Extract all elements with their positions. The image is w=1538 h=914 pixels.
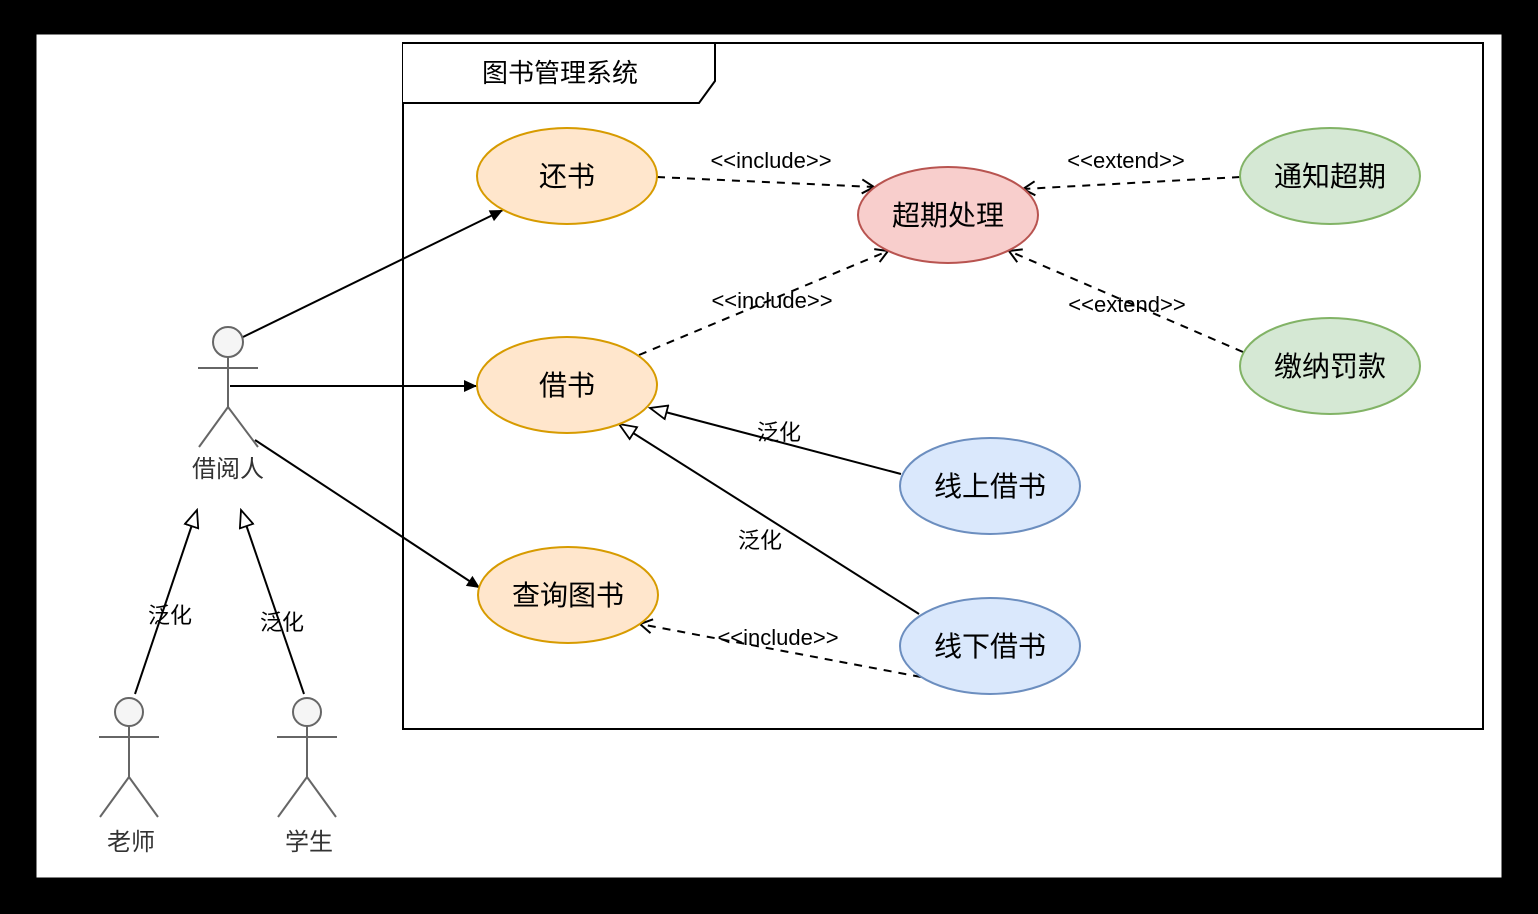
use-case-online-borrow-label: 线上借书: [934, 471, 1046, 502]
label-extend-notify-overdue: <<extend>>: [1067, 148, 1184, 173]
edge-extend-fine-overdue: [1007, 248, 1244, 353]
actor-teacher-label: 老师: [107, 829, 155, 856]
use-case-search-books: 查询图书: [477, 546, 659, 644]
actor-student: [277, 697, 337, 818]
use-case-return-book: 还书: [476, 127, 658, 225]
actor-student-label: 学生: [285, 829, 333, 856]
use-case-overdue-handling-label: 超期处理: [892, 200, 1004, 231]
use-case-overdue-handling: 超期处理: [857, 166, 1039, 264]
use-case-offline-borrow: 线下借书: [899, 597, 1081, 695]
label-gen-offline-borrow: 泛化: [738, 528, 782, 553]
label-include-borrow-overdue: <<include>>: [711, 288, 832, 313]
edge-include-offline-search: [638, 618, 922, 678]
use-case-offline-borrow-label: 线下借书: [934, 631, 1046, 662]
label-gen-student-borrower: 泛化: [260, 610, 304, 635]
actor-teacher: [99, 697, 159, 818]
label-gen-online-borrow: 泛化: [757, 420, 801, 445]
edge-gen-student-borrower: [241, 510, 305, 695]
use-case-borrow-book: 借书: [476, 336, 658, 434]
use-case-return-book-label: 还书: [539, 161, 595, 192]
edge-gen-online-borrow: [650, 408, 902, 475]
edge-gen-offline-borrow: [619, 424, 920, 615]
use-case-borrow-book-label: 借书: [539, 370, 595, 401]
system-title: 图书管理系统: [482, 58, 638, 88]
label-extend-fine-overdue: <<extend>>: [1068, 292, 1185, 317]
label-include-offline-search: <<include>>: [717, 625, 838, 650]
use-case-pay-fine-label: 缴纳罚款: [1274, 351, 1386, 382]
edge-borrower-search: [254, 439, 481, 589]
use-case-notify-overdue: 通知超期: [1239, 127, 1421, 225]
actor-borrower-head: [212, 326, 244, 358]
edge-gen-teacher-borrower: [134, 510, 197, 695]
edge-extend-notify-overdue: [1021, 176, 1241, 197]
label-include-return-overdue: <<include>>: [710, 148, 831, 173]
use-case-notify-overdue-label: 通知超期: [1274, 161, 1386, 192]
system-title-pentagon: [403, 42, 716, 104]
actor-borrower-label: 借阅人: [192, 456, 264, 483]
edge-borrower-return: [242, 209, 504, 338]
use-case-search-books-label: 查询图书: [512, 580, 624, 611]
edge-include-return-overdue: [656, 176, 876, 195]
actor-borrower: [198, 326, 259, 448]
actor-student-head: [292, 697, 322, 727]
label-gen-teacher-borrower: 泛化: [148, 603, 192, 628]
use-case-pay-fine: 缴纳罚款: [1239, 317, 1421, 415]
use-case-online-borrow: 线上借书: [899, 437, 1081, 535]
actor-teacher-head: [114, 697, 144, 727]
